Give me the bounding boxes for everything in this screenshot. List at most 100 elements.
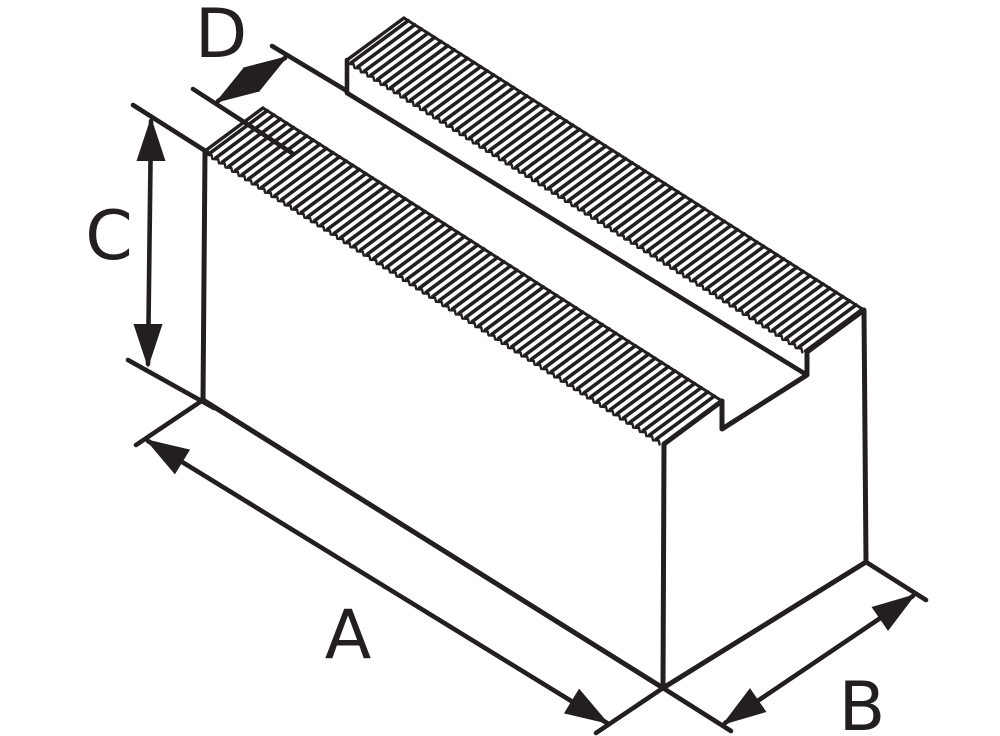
- serration-tooth: [628, 377, 690, 425]
- serration-tooth: [457, 268, 519, 315]
- serration-tooth: [279, 155, 342, 202]
- dimension-label-b: B: [839, 668, 886, 736]
- serration-tooth: [213, 113, 276, 160]
- dim-b-arrowhead-rear: [871, 594, 916, 631]
- serration-tooth: [608, 364, 671, 412]
- serration-tooth: [685, 232, 746, 278]
- serration-tooth: [540, 140, 602, 186]
- serration-tooth: [632, 198, 694, 245]
- serration-tooth: [542, 322, 605, 370]
- dim-c-line: [145, 118, 154, 367]
- rear-serrated-strip: [345, 16, 866, 354]
- serration-tooth: [647, 390, 710, 437]
- serration-tooth: [338, 192, 401, 240]
- band-end-edge: [203, 106, 265, 153]
- serration-tooth: [332, 188, 394, 236]
- serration-tooth: [467, 94, 529, 140]
- serration-tooth: [246, 134, 309, 181]
- serration-tooth: [626, 194, 687, 241]
- serration-tooth: [691, 236, 753, 282]
- serration-tooth: [599, 177, 661, 224]
- serration-tooth: [790, 298, 852, 345]
- serration-tooth: [562, 335, 625, 383]
- serration-tooth: [424, 247, 487, 294]
- serration-tooth: [325, 184, 388, 232]
- serration-tooth: [764, 282, 825, 328]
- serration-tooth: [260, 142, 322, 190]
- serration-tooth: [757, 278, 819, 324]
- serration-tooth: [450, 264, 513, 311]
- serration-tooth: [286, 159, 348, 206]
- serration-tooth: [382, 39, 443, 86]
- serration-tooth: [421, 64, 483, 111]
- serration-tooth: [448, 81, 509, 128]
- serration-tooth: [358, 205, 421, 253]
- dim-c-extension-top: [130, 102, 210, 155]
- dimension-annotations: [125, 43, 929, 736]
- serration-tooth: [345, 197, 408, 244]
- serration-tooth: [398, 230, 460, 278]
- serration-tooth: [461, 89, 522, 136]
- serration-tooth: [362, 27, 424, 73]
- serration-tooth: [312, 176, 375, 223]
- serration-tooth: [227, 121, 289, 169]
- front-serrated-strip: [203, 106, 724, 446]
- serration-tooth: [417, 243, 480, 290]
- serration-tooth: [777, 290, 839, 337]
- serration-tooth: [474, 98, 536, 144]
- serration-tooth: [470, 276, 533, 324]
- serration-tooth: [555, 331, 618, 378]
- serration-tooth: [621, 373, 684, 420]
- serration-tooth: [437, 255, 500, 303]
- serration-tooth: [566, 156, 628, 203]
- serration-tooth: [415, 60, 476, 107]
- serration-tooth: [595, 356, 657, 404]
- serration-tooth: [724, 257, 786, 303]
- serration-tooth: [487, 106, 549, 153]
- serration-tooth: [711, 248, 773, 295]
- serration-tooth: [233, 125, 296, 173]
- serration-tooth: [533, 135, 595, 182]
- serration-tooth: [654, 394, 717, 441]
- serration-tooth: [639, 202, 700, 249]
- serration-tooth: [384, 222, 447, 269]
- dim-d-arrowhead-upper: [243, 56, 288, 92]
- serration-tooth: [349, 18, 411, 65]
- serration-tooth: [520, 127, 582, 174]
- serration-tooth: [306, 171, 368, 219]
- dim-a-extension-right: [593, 685, 666, 736]
- serration-tooth: [365, 209, 427, 257]
- serration-tooth: [375, 35, 437, 82]
- serration-tooth: [516, 306, 579, 353]
- serration-tooth: [705, 244, 766, 291]
- serration-tooth: [658, 215, 720, 261]
- serration-tooth: [579, 165, 641, 211]
- serration-tooth: [220, 117, 283, 164]
- dim-a-arrowhead-right: [563, 688, 609, 724]
- serration-tooth: [652, 211, 713, 257]
- serration-tooth: [737, 265, 799, 312]
- serration-tooth: [672, 223, 733, 270]
- right-end-face-outline: [660, 307, 869, 691]
- serration-tooth: [444, 259, 506, 307]
- dim-c-arrowhead-bottom: [133, 324, 163, 368]
- serration-tooth: [678, 227, 740, 274]
- serration-tooth: [463, 272, 526, 320]
- serration-tooth: [586, 169, 648, 215]
- serration-tooth: [536, 318, 598, 366]
- serration-tooth: [441, 77, 503, 123]
- serration-tooth: [641, 385, 703, 433]
- block-outline: [200, 57, 869, 691]
- serration-tooth: [569, 339, 631, 387]
- serration-tooth: [523, 310, 585, 357]
- dim-c-arrowhead-top: [136, 117, 166, 161]
- serration-tooth: [770, 286, 832, 333]
- serration-tooth: [751, 273, 812, 320]
- dimension-label-a: A: [325, 596, 372, 675]
- dim-d-extension-left: [190, 86, 295, 156]
- band-serrated-bottom-edge: [203, 149, 661, 446]
- band-serrated-bottom-edge: [345, 58, 804, 354]
- serration-tooth: [529, 314, 592, 362]
- serration-tooth: [388, 43, 450, 90]
